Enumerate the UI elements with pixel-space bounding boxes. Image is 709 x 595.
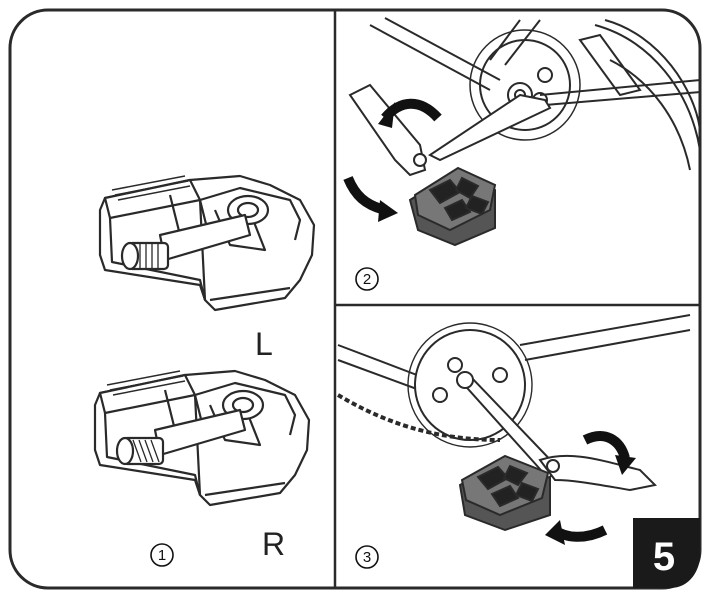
label-left: L [255, 326, 273, 362]
step-3-number: 3 [363, 549, 371, 566]
pedal-left-icon [98, 174, 316, 312]
panel-3: 3 [337, 314, 691, 569]
step-badge-number: 5 [653, 535, 675, 579]
step-2-number: 2 [363, 271, 371, 288]
panel-1: L R 1 [93, 174, 316, 567]
step-1-number: 1 [158, 547, 166, 564]
label-right: R [262, 526, 285, 562]
step-3-circle [355, 545, 379, 569]
rotation-arrow-icon-3 [582, 431, 630, 460]
panel-2: 2 [343, 17, 699, 291]
step-2-circle [355, 267, 379, 291]
pedal-p2 [408, 166, 497, 247]
pedal-p3 [458, 454, 551, 532]
step-badge: 5 [633, 518, 700, 588]
step-1-circle [150, 543, 174, 567]
chain-icon [337, 393, 501, 442]
pedal-right-icon [93, 369, 311, 507]
